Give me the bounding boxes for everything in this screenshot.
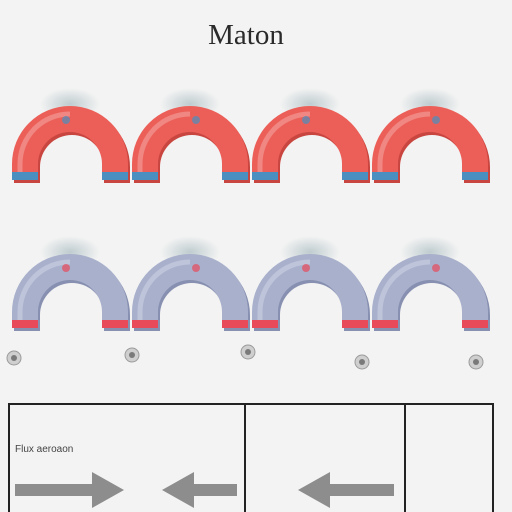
horseshoe-magnet xyxy=(12,88,130,183)
magnet-highlight xyxy=(17,259,71,322)
magnet-spot xyxy=(432,264,440,272)
magnet-body xyxy=(372,254,488,328)
pole-tip xyxy=(222,320,248,328)
pole-tip xyxy=(372,172,398,180)
pole-tip xyxy=(342,172,368,180)
pole-tip xyxy=(462,320,488,328)
magnet-body xyxy=(132,106,248,180)
arrow-left-icon xyxy=(298,472,394,508)
arrow-right-icon xyxy=(15,472,124,508)
magnet-highlight xyxy=(137,111,191,174)
pole-tip xyxy=(342,320,368,328)
pole-tip xyxy=(12,320,38,328)
pole-tip xyxy=(462,172,488,180)
dot-center xyxy=(473,359,479,365)
horseshoe-magnet xyxy=(132,88,250,183)
magnet-body xyxy=(12,254,128,328)
magnet-body xyxy=(372,106,488,180)
pole-tip xyxy=(252,172,278,180)
magnet-body xyxy=(252,106,368,180)
diagram-title: Maton xyxy=(208,19,284,51)
magnet-spot xyxy=(192,264,200,272)
magnet-spot xyxy=(302,116,310,124)
flux-box: Flux aeroaon xyxy=(8,403,494,512)
pole-tip xyxy=(372,320,398,328)
pole-tip xyxy=(132,172,158,180)
dot-row xyxy=(6,344,484,370)
magnet-body xyxy=(12,106,128,180)
horseshoe-magnet xyxy=(132,236,250,331)
horseshoe-magnet xyxy=(12,236,130,331)
horseshoe-magnet xyxy=(252,88,370,183)
horseshoe-magnet xyxy=(372,236,490,331)
magnet-spot xyxy=(432,116,440,124)
magnet-spot xyxy=(62,264,70,272)
pole-tip xyxy=(252,320,278,328)
magnet-highlight xyxy=(257,259,311,322)
dot-center xyxy=(11,355,17,361)
flux-label: Flux aeroaon xyxy=(15,444,73,455)
arrow-left-icon xyxy=(162,472,237,508)
magnet-highlight xyxy=(257,111,311,174)
red-magnet-row xyxy=(12,88,490,183)
dot-center xyxy=(245,349,251,355)
magnet-highlight xyxy=(137,259,191,322)
pole-tip xyxy=(12,172,38,180)
magnet-spot xyxy=(302,264,310,272)
magnet-highlight xyxy=(377,259,431,322)
blue-magnet-row xyxy=(12,236,490,331)
magnet-body xyxy=(132,254,248,328)
dot-center xyxy=(359,359,365,365)
magnet-highlight xyxy=(377,111,431,174)
pole-tip xyxy=(102,320,128,328)
pole-tip xyxy=(102,172,128,180)
dot-center xyxy=(129,352,135,358)
magnet-spot xyxy=(62,116,70,124)
magnet-highlight xyxy=(17,111,71,174)
pole-tip xyxy=(222,172,248,180)
pole-tip xyxy=(132,320,158,328)
horseshoe-magnet xyxy=(252,236,370,331)
horseshoe-magnet xyxy=(372,88,490,183)
magnet-body xyxy=(252,254,368,328)
magnet-spot xyxy=(192,116,200,124)
